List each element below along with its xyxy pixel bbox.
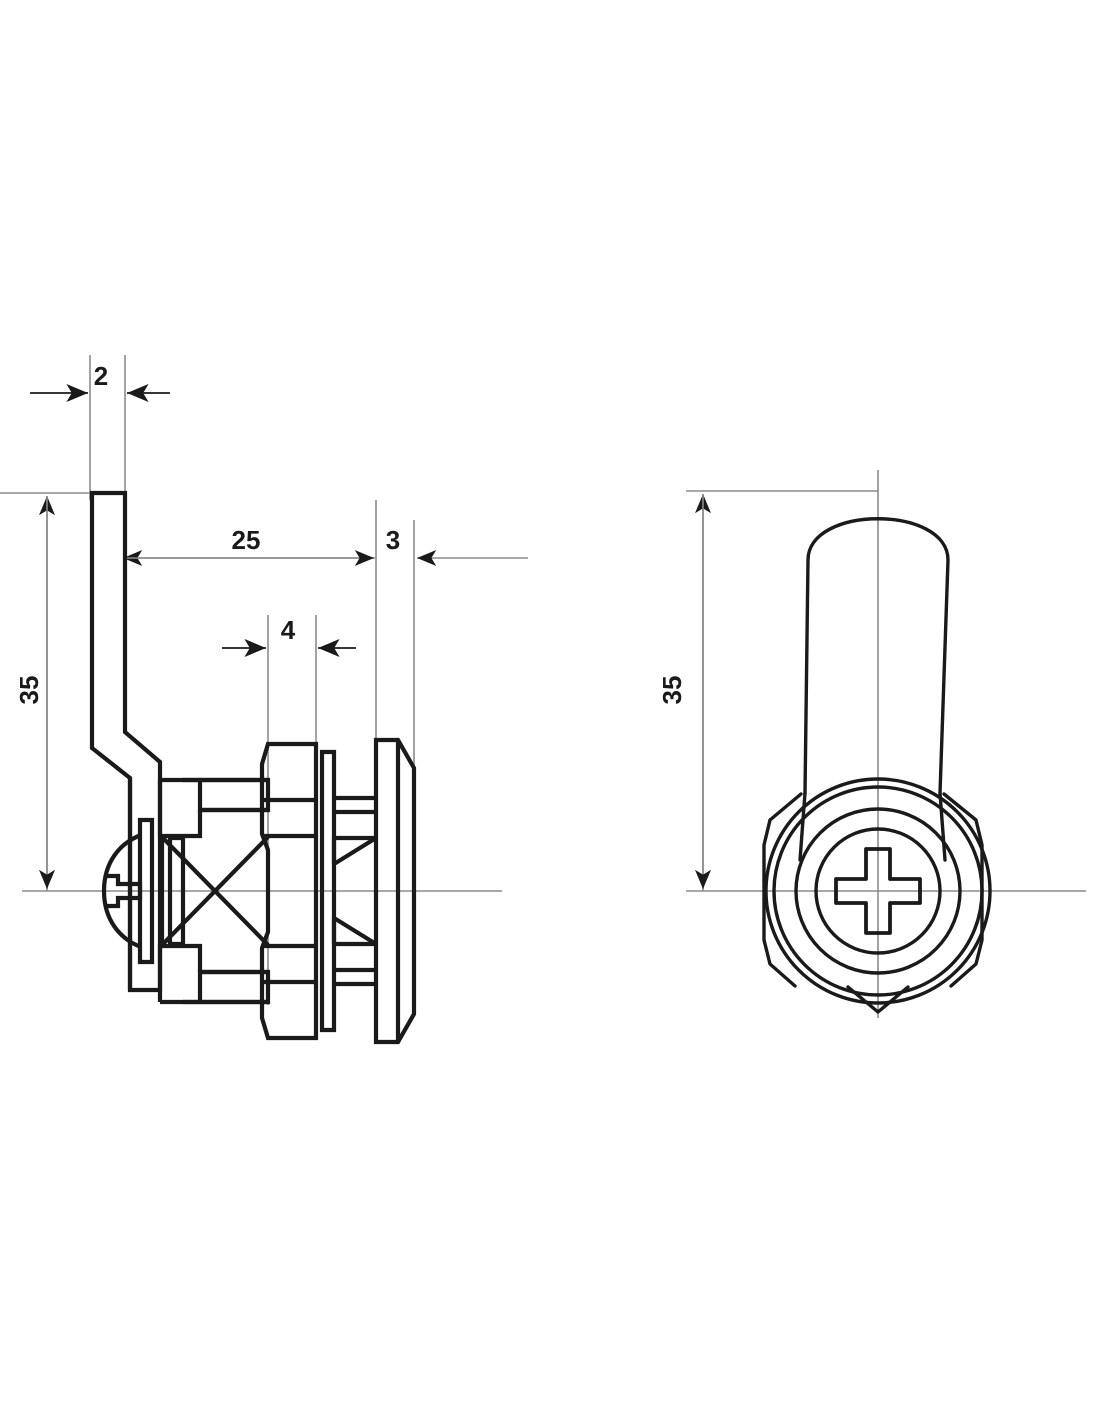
collar-plate: [319, 749, 337, 1033]
cam-arm-shoulder-right: [938, 791, 947, 862]
dimension-text-group: 2 25 3 4 35 35: [14, 361, 687, 704]
cam-arm-shoulder-left: [798, 791, 807, 862]
spacer-diag-2: [332, 916, 378, 946]
dim-3-value: 3: [386, 525, 400, 555]
cam-arm-front-outline: [803, 517, 950, 795]
barrel-upper-step: [157, 780, 203, 839]
dim-35-front-value: 35: [657, 676, 687, 705]
flange-outer-circle: [764, 777, 992, 1005]
flange-bottom-tip: [846, 985, 910, 1014]
dim-35-side-value: 35: [14, 676, 44, 705]
barrel-cross-x-2: [160, 835, 270, 947]
dim-2-value: 2: [94, 361, 108, 391]
barrel-lower-step: [157, 943, 203, 1002]
key-cylinder-circle: [814, 827, 942, 955]
collar-circle: [772, 785, 984, 997]
cylinder-head-slot: [104, 873, 143, 909]
dim-25-value: 25: [232, 525, 261, 555]
retaining-washer-b: [137, 817, 155, 965]
phillips-cross-recess: [834, 847, 922, 935]
dimension-lines-group: [30, 384, 711, 891]
spacer-diag-1: [332, 836, 378, 866]
barrel-circle: [794, 807, 962, 975]
nut-hex-left: [762, 792, 803, 988]
dim-4-value: 4: [281, 615, 296, 645]
cylinder-head-rounded-tip: [101, 833, 142, 949]
front-elevation-view: [762, 517, 992, 1014]
side-elevation-view: [89, 490, 417, 1045]
